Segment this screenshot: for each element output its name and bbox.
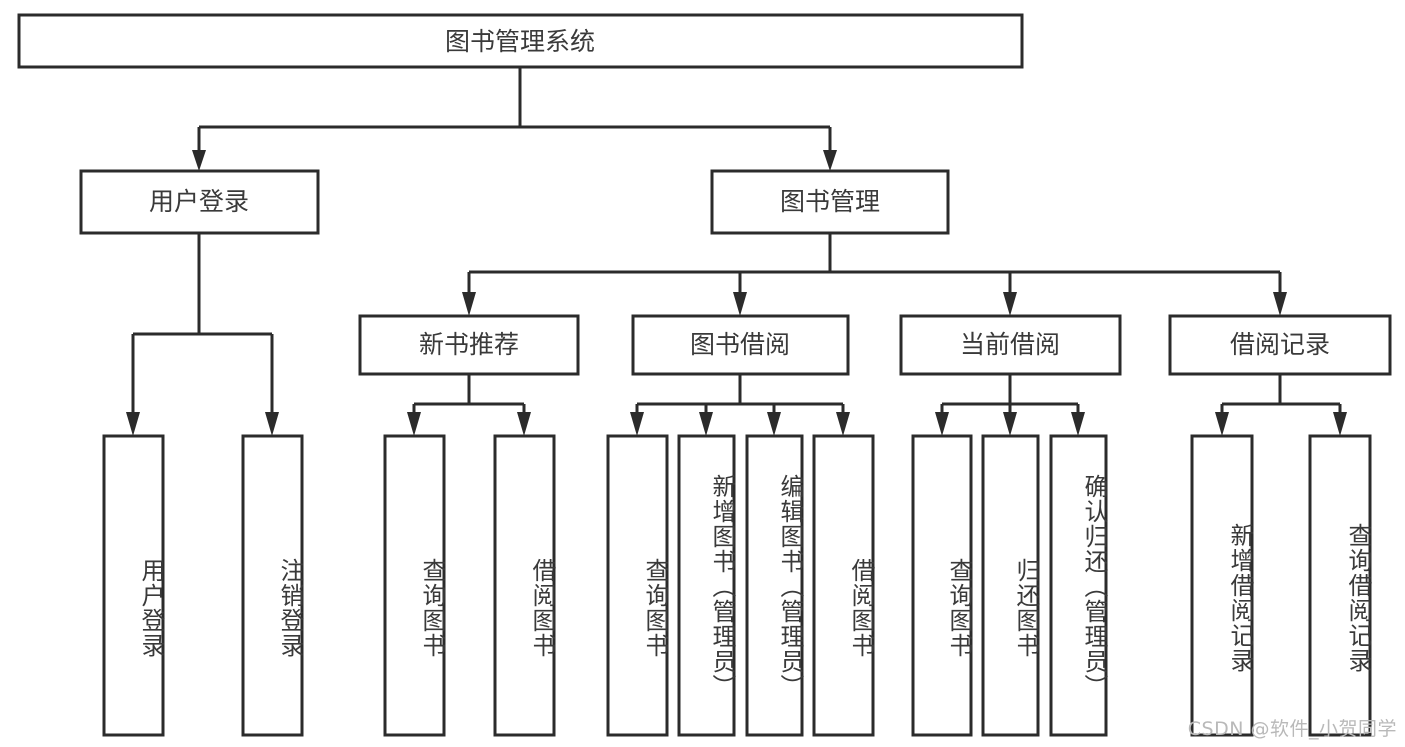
node-box-leaf-ul-1[interactable] — [102, 434, 165, 737]
arrow-icon-bb-3 — [767, 412, 781, 436]
arrow-icon-bb-1 — [630, 412, 644, 436]
node-box-root[interactable] — [17, 13, 1024, 69]
node-label-book-management: 图书管理 — [780, 187, 880, 216]
arrow-icon-cb-3 — [1071, 412, 1085, 436]
node-box-leaf-nb-1[interactable] — [383, 434, 446, 737]
node-label-borrow-records: 借阅记录 — [1230, 330, 1330, 359]
node-box-leaf-cb-1[interactable] — [911, 434, 973, 737]
node-box-user-login[interactable] — [79, 169, 320, 235]
node-box-new-book-recommend[interactable] — [358, 314, 580, 376]
arrow-icon-ul-1 — [126, 412, 140, 436]
arrow-icon-book-mgmt — [823, 150, 837, 171]
arrow-icon-br-1 — [1215, 412, 1229, 436]
arrow-icon-nb-1 — [407, 412, 421, 436]
arrow-icon-l2-3 — [1003, 292, 1017, 316]
node-box-leaf-nb-2[interactable] — [493, 434, 556, 737]
node-box-leaf-br-1[interactable] — [1190, 434, 1254, 737]
node-box-leaf-bb-3[interactable] — [745, 434, 804, 737]
arrow-icon-bb-2 — [699, 412, 713, 436]
arrowhead-layer — [126, 150, 1347, 436]
arrow-icon-br-2 — [1333, 412, 1347, 436]
node-box-book-borrow[interactable] — [631, 314, 850, 376]
arrow-icon-cb-2 — [1003, 412, 1017, 436]
arrow-icon-ul-2 — [265, 412, 279, 436]
node-label-current-borrow: 当前借阅 — [960, 330, 1060, 359]
node-box-leaf-br-2[interactable] — [1308, 434, 1372, 737]
node-label-user-login: 用户登录 — [149, 187, 249, 216]
arrow-icon-l2-2 — [733, 292, 747, 316]
node-box-leaf-cb-2[interactable] — [981, 434, 1040, 737]
node-box-book-management[interactable] — [710, 169, 950, 235]
node-box-leaf-bb-1[interactable] — [606, 434, 669, 737]
node-label-new-book-recommend: 新书推荐 — [419, 330, 519, 359]
node-box-leaf-bb-4[interactable] — [812, 434, 875, 737]
arrow-icon-bb-4 — [836, 412, 850, 436]
node-box-current-borrow[interactable] — [899, 314, 1122, 376]
node-label-root: 图书管理系统 — [445, 27, 595, 56]
node-label-book-borrow: 图书借阅 — [690, 330, 790, 359]
arrow-icon-nb-2 — [517, 412, 531, 436]
arrow-icon-user-login — [192, 150, 206, 171]
node-box-leaf-bb-2[interactable] — [677, 434, 736, 737]
node-layer: 图书管理系统 用户登录 图书管理 新书推荐 图书借阅 当前借阅 借阅记录 — [17, 13, 1392, 737]
watermark-text: CSDN @软件_小贺同学 — [1187, 718, 1397, 740]
node-box-leaf-ul-2[interactable] — [241, 434, 304, 737]
arrow-icon-l2-1 — [462, 292, 476, 316]
arrow-icon-l2-4 — [1273, 292, 1287, 316]
arrow-icon-cb-1 — [935, 412, 949, 436]
node-box-leaf-cb-3[interactable] — [1049, 434, 1108, 737]
node-box-borrow-records[interactable] — [1168, 314, 1392, 376]
